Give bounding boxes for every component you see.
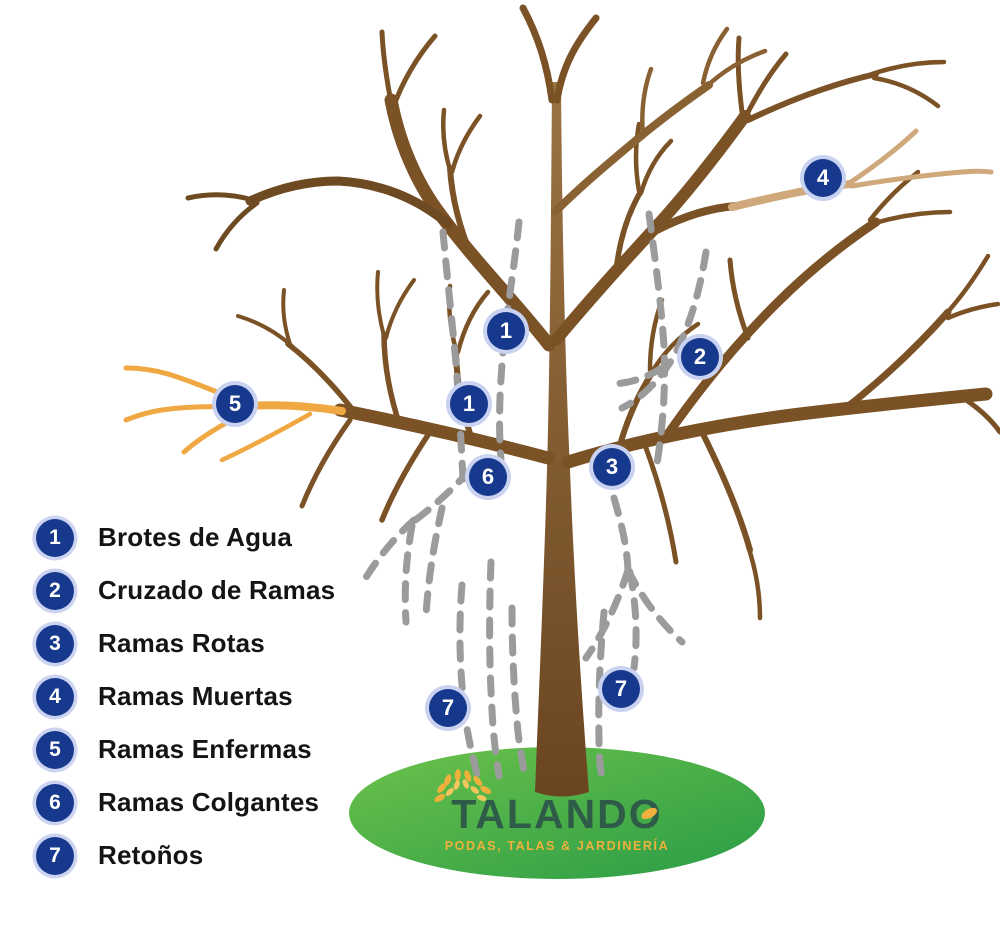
tree-marker-7b: 7 [602, 670, 640, 708]
legend-number-badge: 5 [36, 730, 74, 769]
brand-logo: TALANDO PODAS, TALAS & JARDINERÍA [433, 769, 670, 854]
tree-trunk [519, 4, 600, 797]
legend-number-badge: 2 [36, 571, 74, 610]
tree-marker-2: 2 [681, 338, 719, 376]
legend-item: 6 Ramas Colgantes [36, 782, 335, 823]
legend-number-badge: 4 [36, 677, 74, 716]
logo-leaf-burst-icon [433, 769, 491, 802]
legend-label: Cruzado de Ramas [98, 575, 336, 605]
legend-label: Retoños [98, 840, 204, 870]
legend-item: 1 Brotes de Agua [36, 517, 335, 558]
legend: 1 Brotes de Agua 2 Cruzado de Ramas 3 Ra… [36, 517, 335, 888]
legend-label: Ramas Muertas [98, 681, 293, 711]
legend-item: 2 Cruzado de Ramas [36, 570, 335, 611]
legend-label: Ramas Enfermas [98, 734, 312, 764]
legend-item: 4 Ramas Muertas [36, 676, 335, 717]
tree-marker-1a: 1 [487, 312, 525, 350]
legend-label: Ramas Colgantes [98, 787, 320, 817]
legend-item: 3 Ramas Rotas [36, 623, 335, 664]
tree-branches [185, 26, 1000, 621]
legend-number-badge: 6 [36, 783, 74, 822]
legend-number-badge: 7 [36, 836, 74, 875]
tree-marker-5: 5 [216, 385, 254, 423]
legend-item: 7 Retoños [36, 835, 335, 876]
logo-wordmark: TALANDO [451, 791, 663, 837]
legend-number-badge: 3 [36, 624, 74, 663]
tree-marker-3: 3 [593, 448, 631, 486]
tree-marker-6: 6 [469, 458, 507, 496]
tree-marker-1b: 1 [450, 385, 488, 423]
legend-label: Ramas Rotas [98, 628, 265, 658]
ground-mound [349, 747, 765, 879]
legend-label: Brotes de Agua [98, 522, 292, 552]
legend-number-badge: 1 [36, 518, 74, 557]
pruning-dashed-lines [358, 210, 710, 784]
logo-tagline: PODAS, TALAS & JARDINERÍA [444, 839, 670, 854]
tree-marker-4: 4 [804, 159, 842, 197]
legend-item: 5 Ramas Enfermas [36, 729, 335, 770]
tree-marker-7a: 7 [429, 689, 467, 727]
